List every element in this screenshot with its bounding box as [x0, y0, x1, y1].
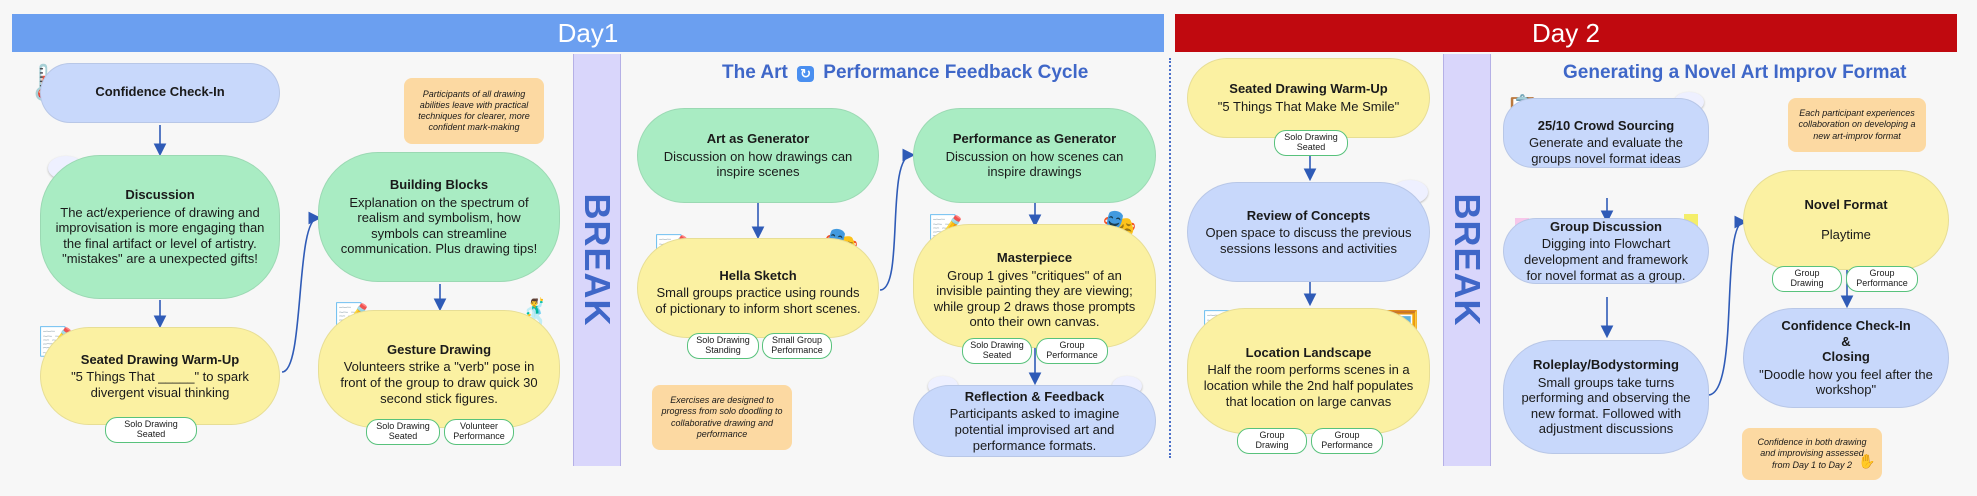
refresh-icon: ↻ — [797, 66, 814, 82]
node-body: Playtime — [1821, 227, 1871, 242]
hella-sketch-node: Hella Sketch Small groups practice using… — [637, 238, 879, 338]
node-body: The act/experience of drawing and improv… — [55, 204, 265, 267]
node-title: Confidence Check-In — [95, 84, 225, 100]
roleplay-bodystorming-node: Roleplay/Bodystorming Small groups take … — [1503, 340, 1709, 454]
node-body: Volunteers strike a "verb" pose in front… — [340, 359, 538, 406]
node-title: Review of Concepts — [1246, 207, 1371, 223]
node-title: Building Blocks — [389, 177, 489, 193]
tag-solo-drawing-seated: Solo Drawing Seated — [962, 338, 1032, 364]
node-title: Seated Drawing Warm-Up — [1229, 81, 1388, 97]
node-title: Reflection & Feedback — [964, 388, 1105, 404]
tag-small-group-performance: Small Group Performance — [762, 333, 832, 359]
node-body: Explanation on the spectrum of realism a… — [340, 194, 538, 257]
node-title: Art as Generator — [706, 131, 810, 147]
outcome-note: Participants of all drawing abilities le… — [404, 78, 544, 144]
discussion-node: Discussion The act/experience of drawing… — [40, 155, 280, 299]
node-body: Digging into Flowchart development and f… — [1523, 236, 1689, 283]
node-body: Participants asked to imagine potential … — [949, 406, 1120, 453]
day2-header-label: Day 2 — [1532, 17, 1600, 48]
node-body: "5 Things That Make Me Smile" — [1217, 99, 1400, 114]
tag-solo-drawing-seated: Solo Drawing Seated — [105, 417, 197, 443]
node-title: 25/10 Crowd Sourcing — [1537, 117, 1675, 133]
break-column: BREAK — [573, 54, 621, 466]
node-title: Discussion — [125, 187, 195, 203]
break-label: BREAK — [1447, 193, 1488, 327]
confidence-closing-node: Confidence Check-In & Closing "Doodle ho… — [1743, 308, 1949, 408]
day1-header: Day1 — [12, 14, 1164, 52]
novel-format-node: Novel Format Playtime — [1743, 170, 1949, 270]
node-title: Closing — [1822, 349, 1870, 365]
node-body: Discussion on how drawings can inspire s… — [663, 148, 853, 180]
tag-solo-drawing-seated: Solo Drawing Seated — [366, 419, 440, 445]
break-label: BREAK — [577, 193, 618, 327]
review-of-concepts-node: Review of Concepts Open space to discuss… — [1187, 182, 1430, 282]
section-title-part-2: Performance Feedback Cycle — [823, 62, 1089, 83]
tag-solo-drawing-standing: Solo Drawing Standing — [687, 333, 759, 359]
tag-group-performance: Group Performance — [1846, 266, 1918, 292]
hand-icon: ✋ — [1858, 453, 1876, 469]
section-title-part-1: The Art — [722, 62, 788, 83]
reflection-feedback-node: Reflection & Feedback Participants asked… — [913, 385, 1156, 457]
art-as-generator-node: Art as Generator Discussion on how drawi… — [637, 108, 879, 203]
node-title: Hella Sketch — [719, 267, 797, 283]
node-title: Masterpiece — [996, 250, 1073, 266]
tag-solo-drawing-seated: Solo Drawing Seated — [1274, 130, 1348, 156]
node-title: Performance as Generator — [952, 131, 1117, 147]
node-body: Small groups take turns performing and o… — [1521, 374, 1691, 437]
node-title: Roleplay/Bodystorming — [1533, 357, 1679, 373]
day1-header-label: Day1 — [557, 17, 619, 48]
node-title: Novel Format — [1804, 197, 1888, 213]
node-title: Seated Drawing Warm-Up — [80, 351, 240, 367]
masterpiece-node: Masterpiece Group 1 gives "critiques" of… — [913, 224, 1156, 348]
node-body: Generate and evaluate the groups novel f… — [1529, 135, 1683, 166]
node-body: Group 1 gives "critiques" of an invisibl… — [933, 267, 1136, 330]
node-title-amp: & — [1841, 333, 1851, 349]
node-title: Group Discussion — [1550, 218, 1662, 234]
break-column: BREAK — [1443, 54, 1491, 466]
tag-volunteer-performance: Volunteer Performance — [444, 419, 514, 445]
section-title-feedback-cycle: The Art ↻ Performance Feedback Cycle — [722, 62, 1088, 84]
day2-seated-warmup-node: Seated Drawing Warm-Up "5 Things That Ma… — [1187, 58, 1430, 138]
arrow — [879, 148, 916, 291]
tag-group-drawing: Group Drawing — [1237, 428, 1307, 454]
building-blocks-node: Building Blocks Explanation on the spect… — [318, 152, 560, 282]
performance-as-generator-node: Performance as Generator Discussion on h… — [913, 108, 1156, 203]
node-body: Discussion on how scenes can inspire dra… — [945, 148, 1124, 180]
group-discussion-node: Group Discussion Digging into Flowchart … — [1503, 218, 1709, 284]
gesture-drawing-node: Gesture Drawing Volunteers strike a "ver… — [318, 310, 560, 428]
confidence-check-in-node: Confidence Check-In — [40, 63, 280, 123]
day2-header: Day 2 — [1175, 14, 1957, 52]
node-title: Location Landscape — [1245, 344, 1372, 360]
node-body: Small groups practice using rounds of pi… — [655, 285, 861, 316]
collaboration-note: Each participant experiences collaborati… — [1788, 98, 1926, 152]
seated-warmup-node: Seated Drawing Warm-Up "5 Things That __… — [40, 327, 280, 425]
node-body: "5 Things That _____" to spark divergent… — [71, 369, 249, 400]
tag-group-performance: Group Performance — [1036, 338, 1108, 364]
progression-note: Exercises are designed to progress from … — [652, 385, 792, 450]
node-body: "Doodle how you feel after the workshop" — [1759, 366, 1933, 398]
arrow — [1707, 215, 1748, 396]
tag-group-performance: Group Performance — [1311, 428, 1383, 454]
node-body: Half the room performs scenes in a locat… — [1203, 362, 1414, 409]
node-body: Open space to discuss the previous sessi… — [1205, 225, 1412, 256]
crowd-sourcing-node: 25/10 Crowd Sourcing Generate and evalua… — [1503, 98, 1709, 168]
section-title-novel-format: Generating a Novel Art Improv Format — [1563, 62, 1907, 83]
node-title: Confidence Check-In — [1781, 318, 1911, 334]
arrow — [281, 211, 322, 373]
assessment-note: Confidence in both drawing and improvisi… — [1742, 428, 1882, 480]
location-landscape-node: Location Landscape Half the room perform… — [1187, 308, 1430, 434]
tag-group-drawing: Group Drawing — [1772, 266, 1842, 292]
node-title: Gesture Drawing — [386, 341, 492, 357]
day-divider — [1169, 58, 1171, 458]
